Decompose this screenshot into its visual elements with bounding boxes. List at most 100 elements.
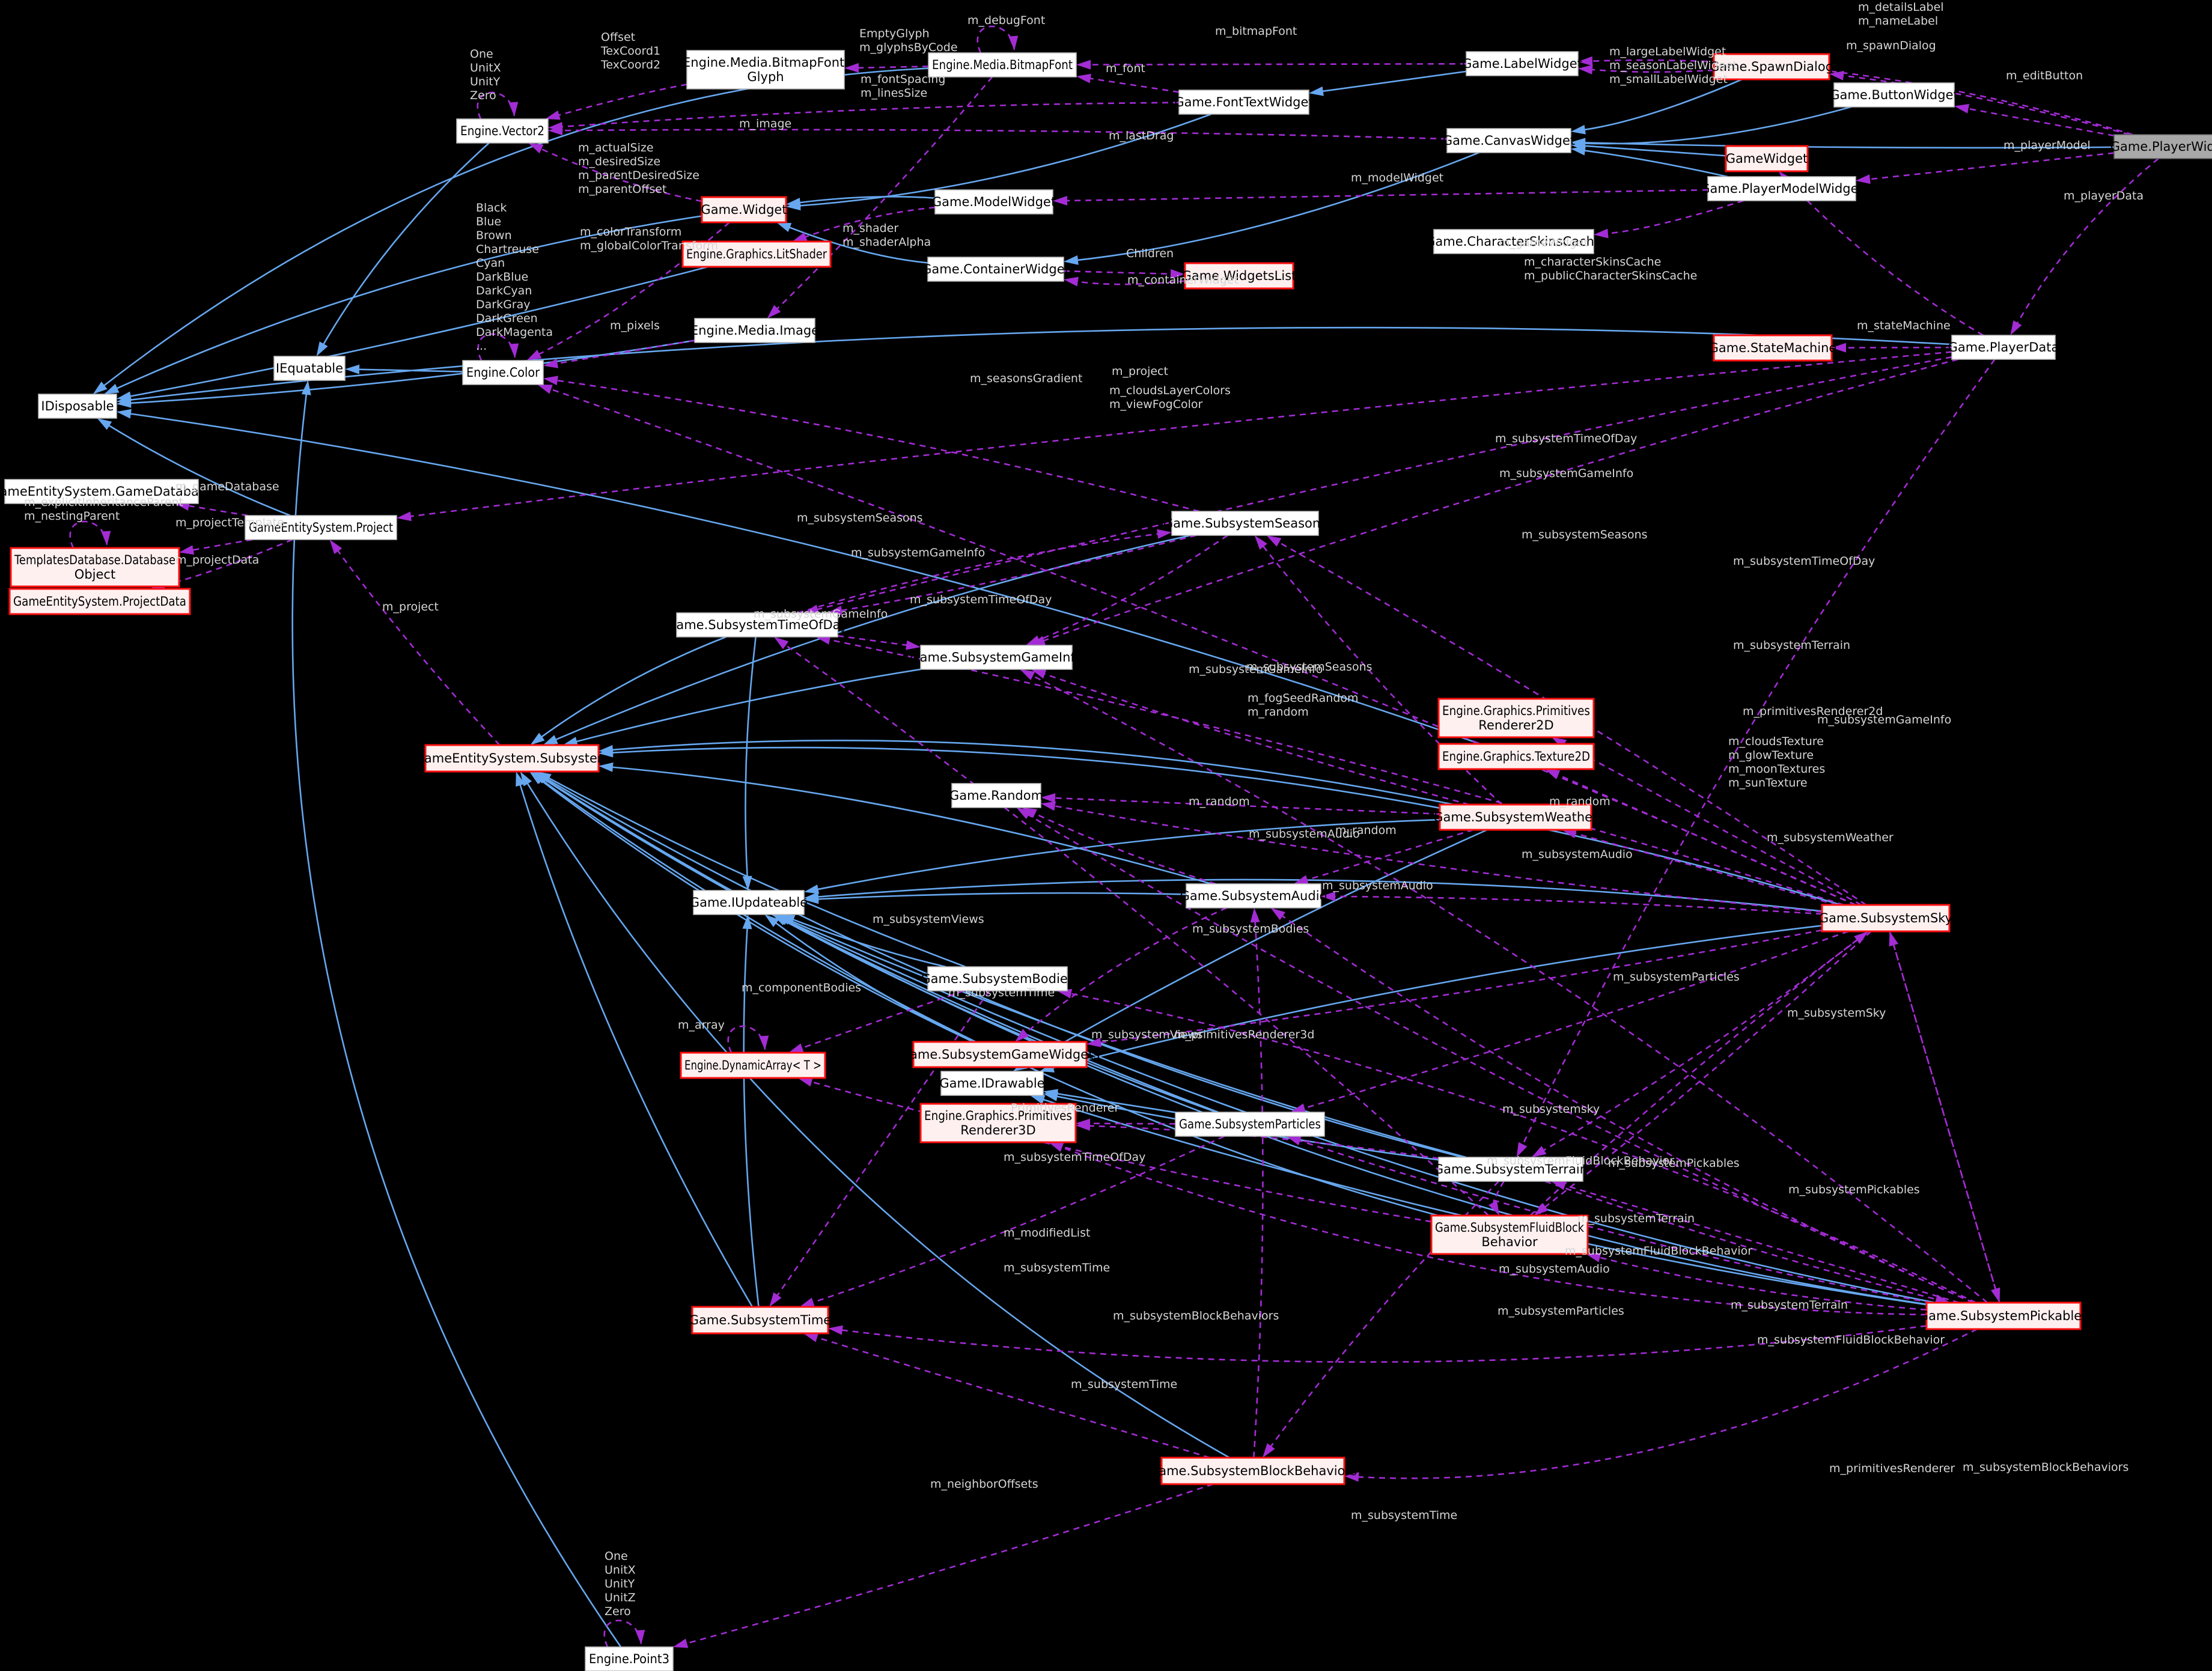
- node-box[interactable]: [1821, 904, 1951, 933]
- node-box[interactable]: [701, 196, 787, 224]
- node-statemachine[interactable]: Game.StateMachine: [1709, 334, 1837, 362]
- node-litshader[interactable]: Engine.Graphics.LitShader: [681, 240, 832, 268]
- node-box[interactable]: [1925, 1301, 2082, 1330]
- node-box[interactable]: [927, 257, 1064, 282]
- node-box[interactable]: [928, 52, 1077, 78]
- node-box[interactable]: [934, 189, 1053, 215]
- node-box[interactable]: [1707, 176, 1856, 201]
- node-canvaswidget[interactable]: Game.CanvasWidget: [1443, 128, 1575, 153]
- node-subsystemgamewidgets[interactable]: Game.SubsystemGameWidgets: [900, 1041, 1100, 1068]
- node-gamedatabase[interactable]: GameEntitySystem.GameDatabase: [0, 479, 213, 504]
- node-box[interactable]: [1466, 51, 1579, 76]
- node-containerwidget[interactable]: Game.ContainerWidget: [922, 257, 1070, 282]
- node-buttonwidget[interactable]: Game.ButtonWidget: [1830, 82, 1958, 108]
- node-box[interactable]: [8, 588, 191, 615]
- node-box[interactable]: [686, 50, 845, 90]
- node-labelwidget[interactable]: Game.LabelWidget: [1462, 51, 1582, 76]
- node-iequatable[interactable]: IEquatable: [273, 356, 346, 381]
- node-project[interactable]: GameEntitySystem.Project: [245, 515, 397, 540]
- node-box[interactable]: [4, 479, 199, 504]
- node-fonttextwidget[interactable]: Game.FontTextWidget: [1174, 90, 1314, 115]
- node-glyph[interactable]: Engine.Media.BitmapFont.Glyph: [683, 50, 849, 90]
- node-playerdata[interactable]: Game.PlayerData: [1948, 335, 2059, 360]
- node-subsystemblockbehaviors[interactable]: Game.SubsystemBlockBehaviors: [1149, 1456, 1357, 1485]
- node-box[interactable]: [456, 118, 549, 144]
- node-subsystemweather[interactable]: Game.SubsystemWeather: [1433, 803, 1598, 831]
- node-subsystembodies[interactable]: Game.SubsystemBodies: [921, 966, 1074, 991]
- node-box[interactable]: [1439, 803, 1592, 831]
- node-characterskinscache[interactable]: Game.CharacterSkinsCache: [1425, 229, 1602, 254]
- node-subsystem[interactable]: GameEntitySystem.Subsystem: [415, 744, 610, 773]
- node-dynamicarray[interactable]: Engine.DynamicArray< T >: [680, 1052, 826, 1079]
- node-box[interactable]: [1446, 128, 1571, 153]
- node-box[interactable]: [920, 645, 1073, 670]
- node-box[interactable]: [1833, 82, 1955, 108]
- node-playerwidget[interactable]: Game.PlayerWidget: [2110, 134, 2212, 159]
- node-gamewidget[interactable]: GameWidget: [1725, 145, 1809, 172]
- node-idisposable[interactable]: IDisposable: [38, 394, 117, 419]
- node-subsystemsky[interactable]: Game.SubsystemSky: [1819, 904, 1952, 933]
- node-spawndialog[interactable]: Game.SpawnDialog: [1710, 53, 1833, 81]
- node-subsystemterrain[interactable]: Game.SubsystemTerrain: [1434, 1157, 1588, 1182]
- node-box[interactable]: [1951, 335, 2056, 360]
- node-modelwidget[interactable]: Game.ModelWidget: [932, 189, 1056, 215]
- node-box[interactable]: [693, 890, 805, 915]
- node-playermodelwidget[interactable]: Game.PlayerModelWidget: [1700, 176, 1863, 201]
- node-box[interactable]: [1175, 1112, 1325, 1137]
- node-box[interactable]: [273, 356, 346, 381]
- node-iupdateable[interactable]: Game.IUpdateable: [690, 890, 808, 915]
- node-box[interactable]: [1713, 53, 1830, 81]
- node-random[interactable]: Game.Random: [949, 783, 1043, 808]
- node-subsystemtime[interactable]: Game.SubsystemTime: [689, 1306, 831, 1335]
- node-box[interactable]: [10, 547, 180, 588]
- node-box[interactable]: [1186, 883, 1321, 909]
- node-box[interactable]: [585, 1646, 674, 1671]
- node-box[interactable]: [1430, 1214, 1589, 1255]
- node-color[interactable]: Engine.Color: [462, 360, 544, 385]
- node-projectdata[interactable]: GameEntitySystem.ProjectData: [8, 588, 191, 615]
- node-bitmapfont[interactable]: Engine.Media.BitmapFont: [928, 52, 1077, 78]
- node-box[interactable]: [1433, 229, 1594, 254]
- node-box[interactable]: [691, 1306, 829, 1335]
- node-box[interactable]: [676, 612, 838, 638]
- node-box[interactable]: [681, 240, 832, 268]
- node-box[interactable]: [912, 1041, 1088, 1068]
- node-box[interactable]: [424, 744, 600, 773]
- node-subsystemaudio[interactable]: Game.SubsystemAudio: [1180, 883, 1327, 909]
- node-box[interactable]: [1713, 334, 1833, 362]
- node-box[interactable]: [1437, 698, 1595, 738]
- node-box[interactable]: [1437, 743, 1595, 770]
- node-idrawable[interactable]: Game.IDrawable: [939, 1071, 1045, 1096]
- node-subsystemgameinfo[interactable]: Game.SubsystemGameInfo: [910, 645, 1083, 670]
- node-box[interactable]: [38, 394, 117, 419]
- node-box[interactable]: [2113, 134, 2212, 159]
- node-box[interactable]: [1178, 90, 1309, 115]
- node-widgetslist[interactable]: Game.WidgetsList: [1182, 262, 1297, 290]
- node-widget[interactable]: Game.Widget: [701, 196, 787, 224]
- node-box[interactable]: [1160, 1456, 1345, 1485]
- node-box[interactable]: [927, 966, 1068, 991]
- node-box[interactable]: [951, 783, 1041, 808]
- node-subsystempickables[interactable]: Game.SubsystemPickables: [1919, 1301, 2088, 1330]
- node-vector2[interactable]: Engine.Vector2: [456, 118, 549, 144]
- node-box[interactable]: [1171, 511, 1319, 536]
- node-box[interactable]: [680, 1052, 826, 1079]
- node-texture2d[interactable]: Engine.Graphics.Texture2D: [1437, 743, 1595, 770]
- node-box[interactable]: [462, 360, 544, 385]
- node-subsystemtimeofday[interactable]: Game.SubsystemTimeOfDay: [666, 612, 848, 638]
- node-box[interactable]: [940, 1071, 1044, 1096]
- node-subsystemparticles[interactable]: Game.SubsystemParticles: [1175, 1112, 1325, 1137]
- node-box[interactable]: [1438, 1157, 1583, 1182]
- node-box[interactable]: [245, 515, 397, 540]
- node-box[interactable]: [919, 1103, 1077, 1143]
- node-box[interactable]: [1184, 262, 1294, 290]
- node-subsystemseasons[interactable]: Game.SubsystemSeasons: [1163, 511, 1327, 536]
- node-box[interactable]: [694, 318, 815, 343]
- node-box[interactable]: [1725, 145, 1809, 172]
- node-image[interactable]: Engine.Media.Image: [690, 318, 819, 343]
- node-point3[interactable]: Engine.Point3: [585, 1646, 674, 1671]
